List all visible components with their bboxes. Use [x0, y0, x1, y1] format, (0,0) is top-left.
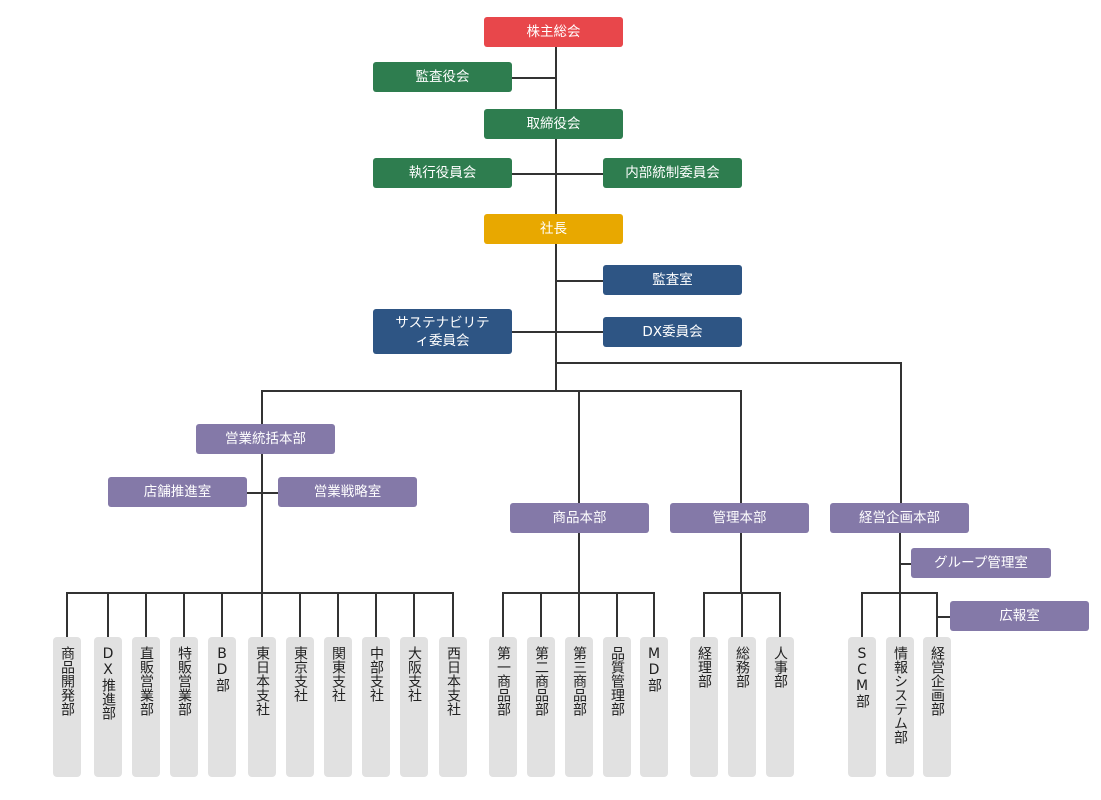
connector-line [936, 592, 938, 637]
connector-line [556, 280, 603, 282]
department-box: 第二商品部 [527, 637, 555, 777]
connector-line [741, 592, 743, 637]
department-box: 品質管理部 [603, 637, 631, 777]
department-box: 関東支社 [324, 637, 352, 777]
department-box: DX推進部 [94, 637, 122, 777]
connector-line [704, 592, 781, 594]
connector-line [540, 592, 542, 637]
audit-office-box: 監査室 [603, 265, 742, 295]
sales-strategy-box: 営業戦略室 [278, 477, 417, 507]
connector-line [221, 592, 223, 637]
department-box: BD部 [208, 637, 236, 777]
department-box: 人事部 [766, 637, 794, 777]
connector-line [512, 331, 603, 333]
department-box: 直販営業部 [132, 637, 160, 777]
department-box: MD部 [640, 637, 668, 777]
connector-line [261, 592, 263, 637]
group-management-box: グループ管理室 [911, 548, 1051, 578]
connector-line [452, 592, 454, 637]
corporate-planning-division-box: 経営企画本部 [830, 503, 969, 533]
connector-line [616, 592, 618, 637]
executive-officers-box: 執行役員会 [373, 158, 512, 188]
connector-line [145, 592, 147, 637]
connector-line [502, 592, 504, 637]
connector-line [937, 616, 950, 618]
administration-division-box: 管理本部 [670, 503, 809, 533]
audit-board-box: 監査役会 [373, 62, 512, 92]
connector-line [900, 563, 911, 565]
connector-line [247, 492, 278, 494]
department-box: 経営企画部 [923, 637, 951, 777]
connector-line [653, 592, 655, 637]
connector-line [107, 592, 109, 637]
department-box: 第三商品部 [565, 637, 593, 777]
connector-line [899, 533, 901, 637]
connector-line [337, 592, 339, 637]
department-box: 東日本支社 [248, 637, 276, 777]
connector-line [413, 592, 415, 637]
connector-line [299, 592, 301, 637]
connector-line [66, 592, 68, 637]
department-box: 特販営業部 [170, 637, 198, 777]
sustainability-committee-box: サステナビリティ委員会 [373, 309, 512, 354]
department-box: 情報システム部 [886, 637, 914, 777]
connector-line [578, 390, 580, 593]
department-box: 西日本支社 [439, 637, 467, 777]
department-box: 商品開発部 [53, 637, 81, 777]
department-box: 第一商品部 [489, 637, 517, 777]
connector-line [703, 592, 705, 637]
internal-control-box: 内部統制委員会 [603, 158, 742, 188]
connector-line [900, 362, 902, 503]
store-promotion-box: 店舗推進室 [108, 477, 247, 507]
department-box: 中部支社 [362, 637, 390, 777]
connector-line [556, 362, 901, 364]
department-box: SCM部 [848, 637, 876, 777]
connector-line [512, 173, 603, 175]
sales-division-box: 営業統括本部 [196, 424, 335, 454]
connector-line [861, 592, 863, 637]
pr-office-box: 広報室 [950, 601, 1089, 631]
president-box: 社長 [484, 214, 623, 244]
connector-line [899, 592, 901, 637]
department-box: 東京支社 [286, 637, 314, 777]
connector-line [512, 77, 556, 79]
dx-committee-box: DX委員会 [603, 317, 742, 347]
connector-line [183, 592, 185, 637]
merchandise-division-box: 商品本部 [510, 503, 649, 533]
connector-line [740, 390, 742, 593]
board-of-directors-box: 取締役会 [484, 109, 623, 139]
connector-line [67, 592, 454, 594]
connector-line [578, 592, 580, 637]
department-box: 経理部 [690, 637, 718, 777]
department-box: 大阪支社 [400, 637, 428, 777]
shareholders-meeting-box: 株主総会 [484, 17, 623, 47]
department-box: 総務部 [728, 637, 756, 777]
connector-line [375, 592, 377, 637]
connector-line [261, 390, 263, 593]
connector-line [262, 390, 742, 392]
connector-line [779, 592, 781, 637]
